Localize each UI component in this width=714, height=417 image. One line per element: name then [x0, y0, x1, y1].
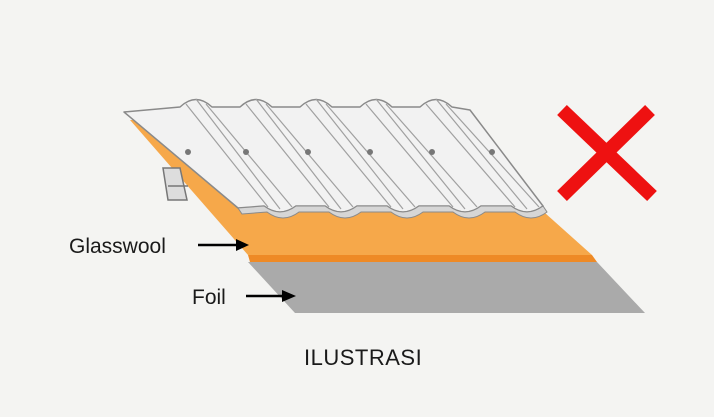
mounting-bracket: [162, 167, 188, 201]
x-mark-icon: [557, 104, 657, 202]
glasswool-arrow: [198, 239, 249, 251]
illustration-caption: ILUSTRASI: [304, 345, 423, 370]
foil-layer: [248, 262, 645, 313]
corrugated-roof-sheet: [123, 98, 548, 219]
foil-label: Foil: [192, 286, 226, 309]
foil-arrow: [246, 290, 296, 302]
glasswool-label: Glasswool: [69, 235, 166, 258]
